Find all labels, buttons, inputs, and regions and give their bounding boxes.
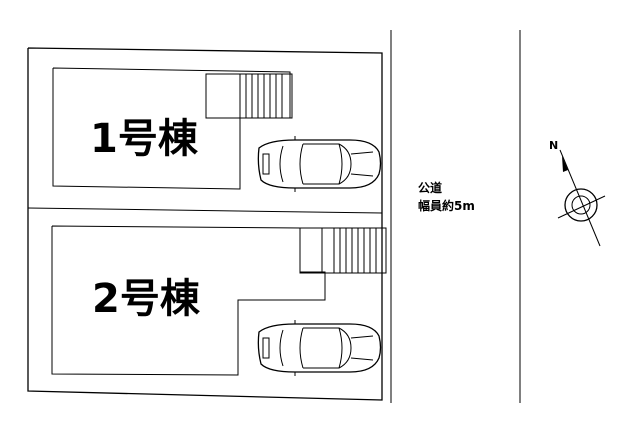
road-width-label: 幅員約5m [418, 198, 475, 213]
road-name-label: 公道 [418, 180, 442, 195]
plot-2: 2号棟 [51, 225, 387, 376]
building-1-label: 1号棟 [90, 116, 199, 162]
building-2-label: 2号棟 [92, 276, 201, 322]
car-2-icon [257, 320, 382, 376]
north-label: N [549, 139, 558, 152]
plot-1: 1号棟 [52, 67, 382, 192]
north-compass-icon: N [549, 139, 606, 247]
public-road: 公道 幅員約5m [418, 30, 521, 403]
car-1-icon [257, 136, 382, 192]
stair-2 [299, 227, 387, 274]
property-boundary [27, 30, 392, 403]
stair-1 [205, 73, 293, 119]
